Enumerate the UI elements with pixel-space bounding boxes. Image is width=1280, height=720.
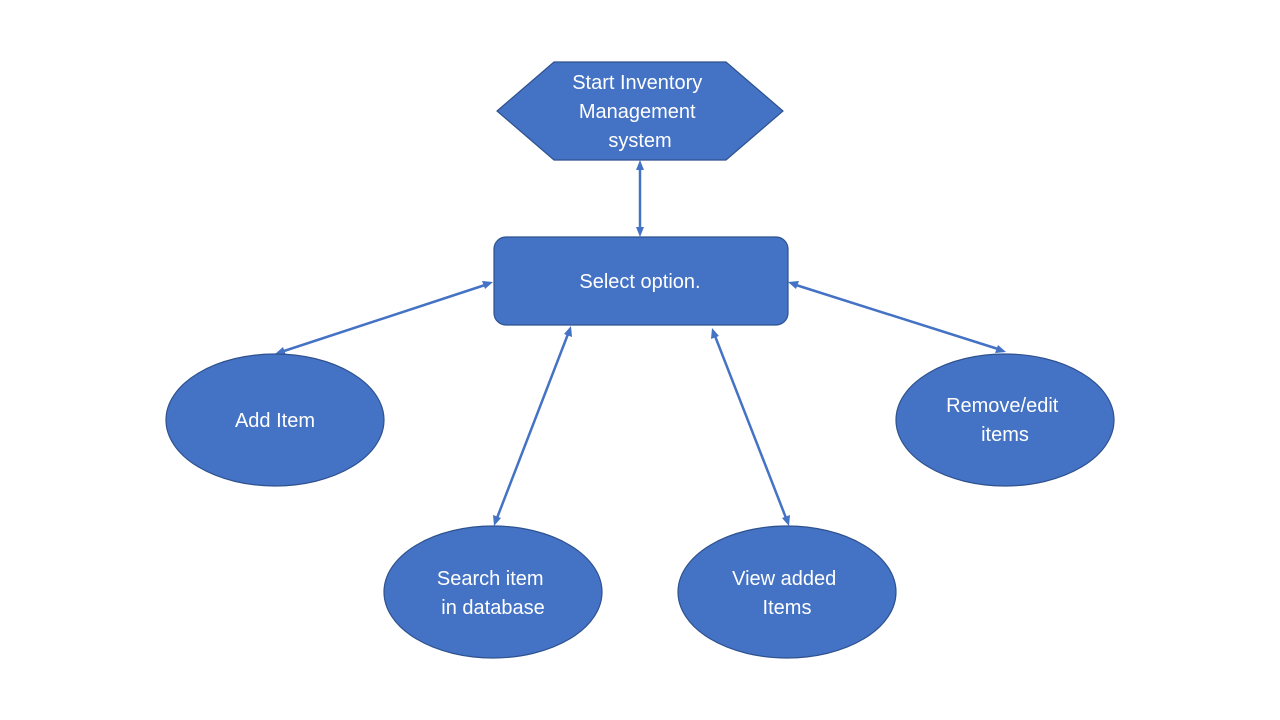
- node-view-items-label: View added Items: [732, 568, 842, 619]
- arrow-head-add: [275, 347, 286, 355]
- node-search-item-label: Search item in database: [437, 568, 549, 619]
- hexagon-shape: [496, 61, 784, 161]
- node-select-option-label: Select option.: [579, 271, 700, 293]
- arrow-head-select: [564, 326, 572, 337]
- ellipse-shape: [895, 353, 1115, 487]
- node-add-item-label: Add Item: [235, 410, 315, 432]
- node-search-item[interactable]: Search item in database: [383, 525, 603, 659]
- node-remove-edit-items[interactable]: Remove/edit items: [895, 353, 1115, 487]
- arrow-head-select: [482, 281, 493, 289]
- arrow-head-select: [636, 227, 644, 237]
- arrow-head-select: [788, 281, 799, 289]
- rounded-rectangle-shape: [493, 236, 789, 326]
- node-select-option[interactable]: Select option.: [493, 236, 789, 326]
- edge-select-view: [711, 328, 790, 526]
- connector-line: [713, 335, 788, 519]
- ellipse-shape: [383, 525, 603, 659]
- edge-select-search: [493, 326, 572, 526]
- node-remove-edit-items-label: Remove/edit items: [946, 395, 1064, 446]
- connectors: [275, 160, 1006, 526]
- connector-line: [495, 333, 570, 519]
- edge-start-select: [636, 160, 644, 237]
- node-start[interactable]: Start Inventory Management system: [496, 61, 784, 161]
- arrow-head-view: [782, 515, 790, 526]
- connector-line: [795, 283, 999, 351]
- arrow-head-remove: [995, 345, 1006, 353]
- edge-select-remove: [788, 281, 1006, 353]
- ellipse-shape: [677, 525, 897, 659]
- ellipse-shape: [165, 353, 385, 487]
- node-add-item[interactable]: Add Item: [165, 353, 385, 487]
- arrow-head-select: [711, 328, 719, 339]
- arrow-head-search: [493, 515, 501, 526]
- node-view-items[interactable]: View added Items: [677, 525, 897, 659]
- edge-select-add: [275, 281, 493, 355]
- node-start-label: Start Inventory Management system: [572, 72, 708, 152]
- connector-line: [283, 283, 486, 353]
- arrow-head-start: [636, 160, 644, 170]
